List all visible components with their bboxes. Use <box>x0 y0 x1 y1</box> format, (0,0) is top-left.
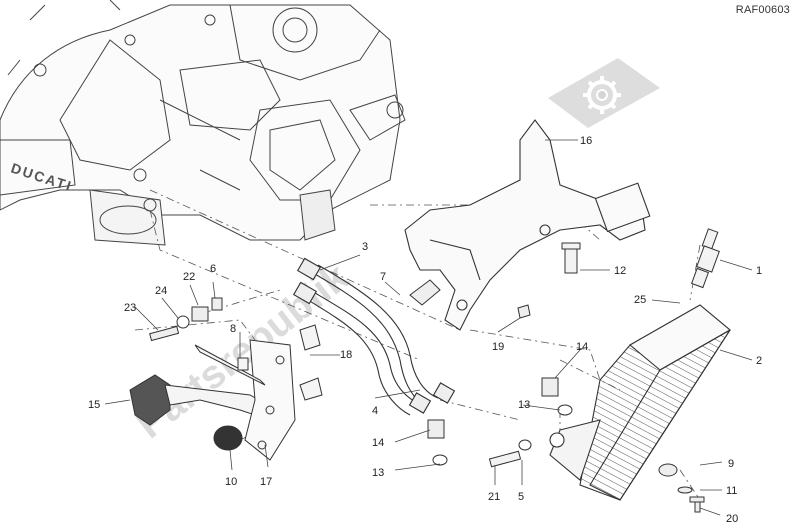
gear-icon <box>583 76 621 114</box>
callout-7: 7 <box>380 271 386 283</box>
callout-12: 12 <box>614 265 626 277</box>
callout-numbers: 1 2 3 4 5 6 7 8 9 10 11 12 13 13 14 14 1… <box>88 135 762 525</box>
callout-15: 15 <box>88 399 100 411</box>
callout-16: 16 <box>580 135 592 147</box>
callout-11: 11 <box>726 485 737 497</box>
watermark-text: Partsrepublik <box>128 255 357 448</box>
callout-5: 5 <box>518 491 524 503</box>
callout-17: 17 <box>260 476 272 488</box>
callout-19: 19 <box>492 341 504 353</box>
callout-25: 25 <box>634 294 646 306</box>
fasteners-group <box>149 297 223 342</box>
callout-6: 6 <box>210 263 216 275</box>
reference-code: RAF00603 <box>735 4 790 16</box>
callout-23: 23 <box>124 302 136 314</box>
engine-block <box>0 0 406 246</box>
radiator-support-bracket <box>404 119 651 331</box>
bolt-21 <box>488 439 532 468</box>
callout-20: 20 <box>726 513 738 525</box>
oil-hoses <box>292 257 456 416</box>
callout-9: 9 <box>728 458 734 470</box>
callout-18: 18 <box>340 349 352 361</box>
hose-clamp <box>409 279 441 306</box>
hose-fittings-left <box>427 377 573 466</box>
horn-and-bracket-assembly <box>129 324 323 461</box>
callout-4: 4 <box>372 405 378 417</box>
callout-10: 10 <box>225 476 237 488</box>
leader-lines <box>104 139 753 516</box>
callout-13-right: 13 <box>518 399 530 411</box>
drain-plug-assembly <box>658 463 705 513</box>
callout-21: 21 <box>488 491 500 503</box>
oil-cooler-radiator <box>549 304 731 501</box>
callout-14-left: 14 <box>372 437 384 449</box>
callout-13-left: 13 <box>372 467 384 479</box>
clip-19 <box>517 304 531 319</box>
callout-8: 8 <box>230 323 236 335</box>
callout-22: 22 <box>183 271 195 283</box>
callout-2: 2 <box>756 355 762 367</box>
callout-24: 24 <box>155 285 167 297</box>
callout-1: 1 <box>756 265 762 277</box>
temperature-sensor <box>690 228 720 289</box>
bolt-12 <box>561 242 581 274</box>
callout-3: 3 <box>362 241 368 253</box>
callout-14-right: 14 <box>576 341 588 353</box>
